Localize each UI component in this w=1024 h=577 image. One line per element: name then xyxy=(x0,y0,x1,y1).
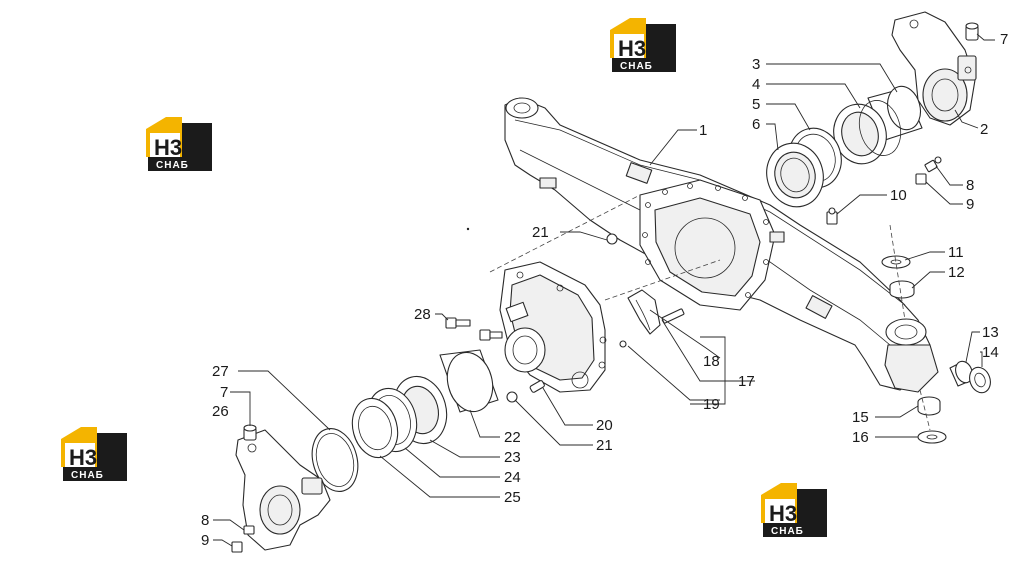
bolt-17 xyxy=(661,308,685,324)
watermark-logo-top: H3 СНАБ xyxy=(610,18,676,72)
logo-snab-text: СНАБ xyxy=(620,61,653,72)
callout-8-top: 8 xyxy=(966,177,974,194)
plug-9-top xyxy=(915,173,927,185)
bushing-13 xyxy=(949,360,973,387)
callout-10: 10 xyxy=(890,187,907,204)
differential-cover xyxy=(499,261,607,393)
bearing-cap-18 xyxy=(627,289,661,335)
callout-14: 14 xyxy=(982,344,999,361)
logo-h3-text: H3 xyxy=(154,135,182,160)
callout-20: 20 xyxy=(596,417,613,434)
callout-9-top: 9 xyxy=(966,196,974,213)
bushing-7-top xyxy=(965,22,979,41)
callout-5: 5 xyxy=(752,96,760,113)
callout-2: 2 xyxy=(980,121,988,138)
callout-7-top: 7 xyxy=(1000,31,1008,48)
watermark-logo-bottom-left: H3 СНАБ xyxy=(61,427,127,481)
callout-19: 19 xyxy=(703,396,720,413)
callout-24: 24 xyxy=(504,469,521,486)
seal-14 xyxy=(969,366,991,394)
bushing-7-left xyxy=(243,424,257,441)
logo-h3-text: H3 xyxy=(618,36,646,61)
grease-fitting-8-top xyxy=(924,156,942,173)
callout-7-left: 7 xyxy=(220,384,228,401)
logo-h3-text: H3 xyxy=(69,445,97,470)
logo-snab-text: СНАБ xyxy=(71,470,104,481)
callout-18: 18 xyxy=(703,353,720,370)
callout-25: 25 xyxy=(504,489,521,506)
logo-h3-text: H3 xyxy=(769,501,797,526)
callout-16: 16 xyxy=(852,429,869,446)
grease-fitting-10 xyxy=(826,207,838,225)
axle-housing xyxy=(504,97,939,393)
callout-4: 4 xyxy=(752,76,760,93)
stray-dot xyxy=(466,227,470,231)
logo-snab-text: СНАБ xyxy=(771,526,804,537)
callout-13: 13 xyxy=(982,324,999,341)
callout-12: 12 xyxy=(948,264,965,281)
callout-1: 1 xyxy=(699,122,707,139)
bolt-28 xyxy=(445,317,471,329)
washer-16 xyxy=(917,430,947,444)
callout-22: 22 xyxy=(504,429,521,446)
callout-8-left: 8 xyxy=(201,512,209,529)
seal-25 xyxy=(351,397,399,459)
callout-17: 17 xyxy=(738,373,755,390)
centerline-upper xyxy=(489,194,641,273)
bushing-4 xyxy=(833,100,902,165)
callout-27: 27 xyxy=(212,363,229,380)
watermark-logo-left: H3 СНАБ xyxy=(146,117,212,171)
pin-20 xyxy=(529,380,545,393)
centerline-right-2 xyxy=(919,389,931,431)
bushing-15 xyxy=(917,396,941,416)
nut-21-lower xyxy=(506,391,518,403)
callout-26: 26 xyxy=(212,403,229,420)
washer-11 xyxy=(881,255,911,269)
centerline-right xyxy=(889,224,906,321)
callout-23: 23 xyxy=(504,449,521,466)
callout-11: 11 xyxy=(948,244,964,261)
callout-9-left: 9 xyxy=(201,532,209,549)
callout-21-upper: 21 xyxy=(532,224,549,241)
bushing-22 xyxy=(439,349,499,413)
callout-6: 6 xyxy=(752,116,760,133)
o-ring-27 xyxy=(311,428,359,492)
bolt-28-second xyxy=(479,329,503,341)
plug-9-left xyxy=(231,541,243,553)
callout-labels: 1 2 3 4 5 6 7 8 9 10 11 12 13 14 15 16 1… xyxy=(201,31,1008,549)
grease-fitting-8-left xyxy=(243,525,255,535)
trunnion-bracket-right xyxy=(891,11,977,126)
nut-21-upper xyxy=(606,233,618,245)
logo-snab-text: СНАБ xyxy=(156,160,189,171)
callout-21-lower: 21 xyxy=(596,437,613,454)
seal-6 xyxy=(766,142,824,208)
trunnion-bracket-left xyxy=(235,429,331,551)
callout-3: 3 xyxy=(752,56,760,73)
pin-19 xyxy=(619,340,627,348)
leader-lines xyxy=(213,33,995,547)
centerline-lower xyxy=(604,259,721,301)
callout-15: 15 xyxy=(852,409,869,426)
callout-28: 28 xyxy=(414,306,431,323)
watermark-logo-bottom-right: H3 СНАБ xyxy=(761,483,827,537)
bushing-12 xyxy=(889,280,915,299)
